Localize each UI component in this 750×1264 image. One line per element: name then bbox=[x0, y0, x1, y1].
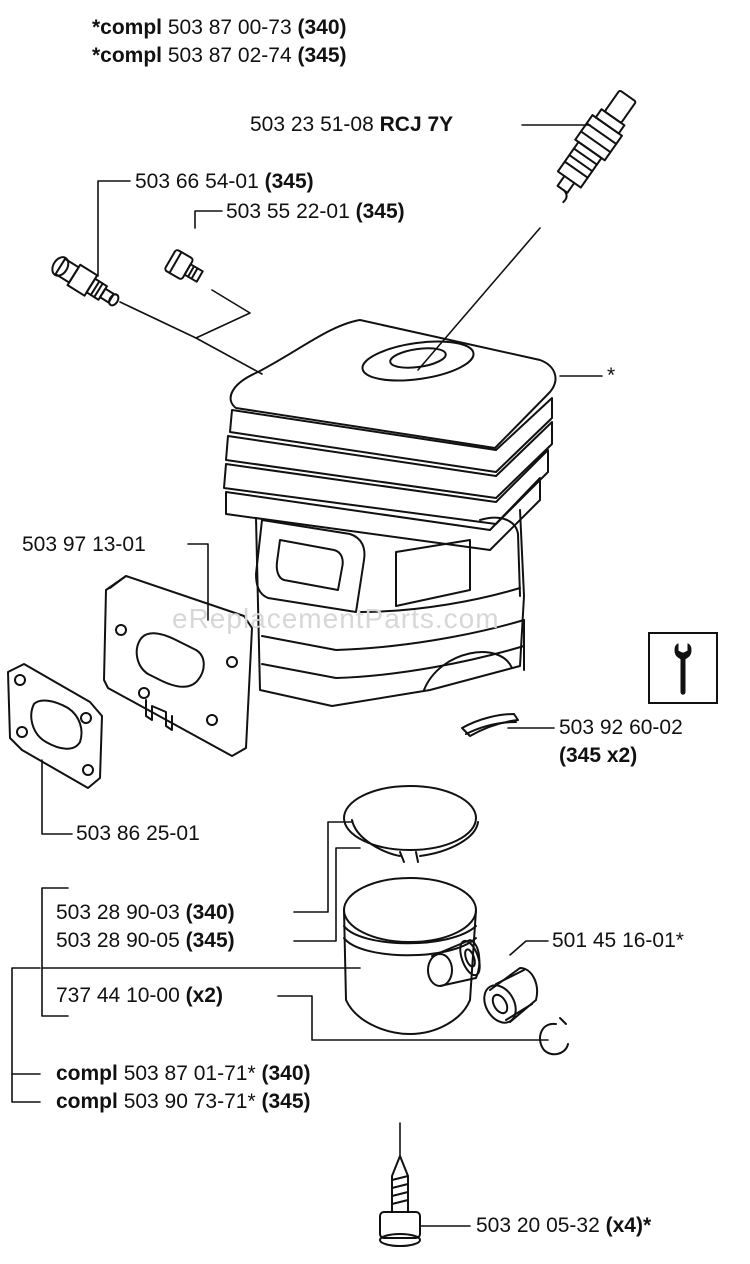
decompression-valve-icon bbox=[51, 256, 120, 307]
label-decompression-valve: 503 66 54-01 (345) bbox=[135, 170, 314, 193]
base-gasket-icon bbox=[461, 713, 519, 737]
screw-icon bbox=[379, 1155, 421, 1247]
circlip-icon bbox=[539, 1017, 569, 1056]
label-compl-piston-340: compl 503 87 01-71* (340) bbox=[56, 1062, 311, 1085]
label-plate: 503 97 13-01 bbox=[22, 533, 146, 556]
label-compl-piston-345: compl 503 90 73-71* (345) bbox=[56, 1090, 311, 1113]
label-cylinder-asterisk: * bbox=[607, 364, 616, 387]
label-circlip: 737 44 10-00 (x2) bbox=[56, 984, 223, 1007]
label-needle-bearing: 501 45 16-01* bbox=[552, 929, 684, 952]
label-piston-345: 503 28 90-05 (345) bbox=[56, 929, 235, 952]
label-gasket: 503 86 25-01 bbox=[76, 822, 200, 845]
label-piston-340: 503 28 90-03 (340) bbox=[56, 901, 235, 924]
label-compl-cylinder-340: *compl 503 87 00-73 (340) bbox=[92, 16, 347, 39]
plate-icon bbox=[103, 575, 253, 757]
spark-plug-icon bbox=[556, 89, 637, 204]
piston-icon bbox=[343, 877, 481, 1035]
service-tool-box bbox=[648, 632, 718, 704]
piston-ring-icon bbox=[343, 785, 479, 863]
label-spark-plug: 503 23 51-08 RCJ 7Y bbox=[250, 113, 454, 136]
label-compl-cylinder-345: *compl 503 87 02-74 (345) bbox=[92, 44, 347, 67]
needle-bearing-icon bbox=[483, 967, 538, 1024]
wrench-icon bbox=[674, 643, 692, 695]
watermark: eReplacementParts.com bbox=[172, 603, 500, 634]
label-screw: 503 20 05-32 (x4)* bbox=[476, 1214, 652, 1237]
leader-lines bbox=[11, 124, 603, 1227]
label-plug-screw: 503 55 22-01 (345) bbox=[226, 200, 405, 223]
label-base-gasket-qty: (345 x2) bbox=[559, 744, 638, 767]
plug-screw-icon bbox=[164, 249, 204, 283]
cylinder-icon bbox=[223, 319, 557, 707]
gasket-icon bbox=[7, 663, 103, 789]
label-base-gasket: 503 92 60-02 bbox=[559, 716, 683, 739]
